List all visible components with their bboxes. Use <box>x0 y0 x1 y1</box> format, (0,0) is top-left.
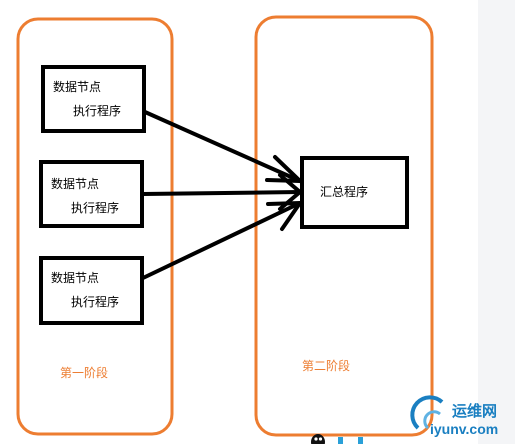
node-2-line2: 执行程序 <box>71 201 120 215</box>
node-3-line1: 数据节点 <box>51 271 100 285</box>
node-3-box <box>39 256 144 325</box>
arrow-node1-to-summary <box>143 110 302 183</box>
node-1-line2: 执行程序 <box>73 104 122 118</box>
node-3-line2: 执行程序 <box>71 295 120 309</box>
stage1-container <box>16 17 174 436</box>
summary-box <box>300 156 409 229</box>
watermark-cn: 运维网 <box>452 402 498 420</box>
watermark-url: iyunv.com <box>430 421 499 437</box>
right-margin-strip <box>478 0 515 444</box>
arrow-node3-to-summary <box>141 201 302 280</box>
watermark-fragment <box>338 437 343 444</box>
summary-label: 汇总程序 <box>320 185 369 199</box>
node-2-box <box>39 160 144 228</box>
node-1-box <box>41 65 146 133</box>
watermark-fragment <box>358 437 363 444</box>
stage1-label: 第一阶段 <box>60 366 109 380</box>
watermark-logo-icon <box>410 395 444 430</box>
node-2-line1: 数据节点 <box>51 177 100 191</box>
node-1-line1: 数据节点 <box>53 80 102 94</box>
stage2-label: 第二阶段 <box>302 359 351 373</box>
penguin-mascot-icon <box>311 434 325 444</box>
